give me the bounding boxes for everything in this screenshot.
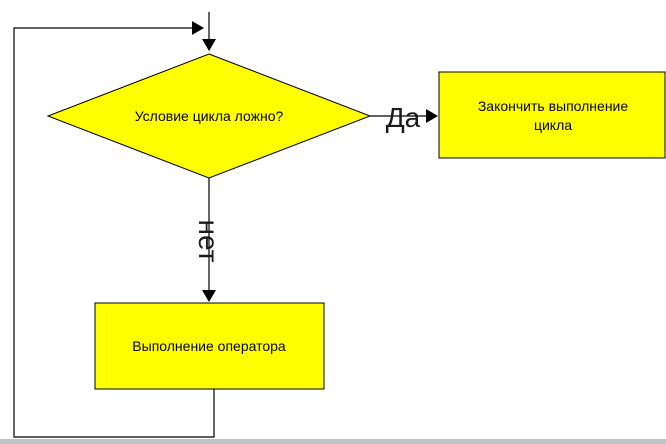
end-box-label-line2: цикла xyxy=(534,117,572,133)
loop-back-line xyxy=(13,21,215,438)
end-box-label-line1: Закончить выполнение xyxy=(478,98,629,114)
action-box-label: Выполнение оператора xyxy=(132,338,286,354)
no-edge-label: нет xyxy=(193,220,224,263)
yes-edge-label: Да xyxy=(386,102,421,133)
bottom-window-strip xyxy=(0,439,666,444)
action-process-box[interactable] xyxy=(94,302,325,390)
decision-label: Условие цикла ложно? xyxy=(135,108,284,124)
end-process-box[interactable] xyxy=(438,71,666,159)
